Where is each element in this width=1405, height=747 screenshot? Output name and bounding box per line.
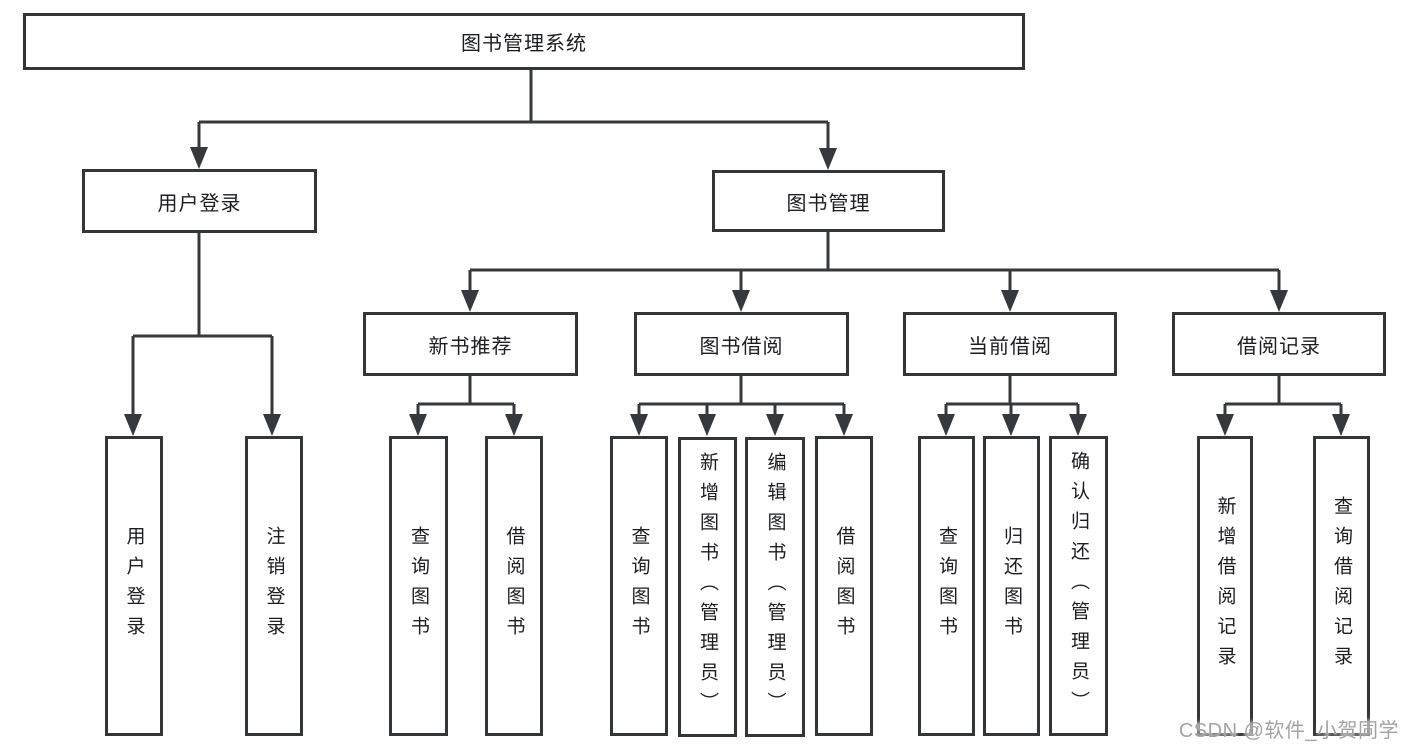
leaf-edit-books-admin: 编辑图书（管理员） bbox=[745, 437, 805, 737]
watermark: CSDN @软件_小贺同学 bbox=[1178, 720, 1399, 742]
node-label: 查询图书 bbox=[628, 526, 650, 646]
leaf-query-books-current: 查询图书 bbox=[918, 436, 975, 736]
node-label: 查询图书 bbox=[408, 526, 429, 646]
node-book-management: 图书管理 bbox=[712, 170, 945, 232]
node-current-borrowing: 当前借阅 bbox=[903, 312, 1117, 376]
leaf-user-login: 用户登录 bbox=[105, 436, 163, 736]
node-label: 用户登录 bbox=[157, 192, 242, 215]
leaf-query-borrow-record: 查询借阅记录 bbox=[1313, 436, 1370, 736]
node-label: 查询图书 bbox=[936, 526, 957, 646]
node-label: 借阅图书 bbox=[833, 526, 855, 646]
node-label: 图书借阅 bbox=[699, 335, 784, 358]
node-label: 借阅记录 bbox=[1237, 335, 1321, 358]
leaf-confirm-return-admin: 确认归还（管理员） bbox=[1049, 436, 1108, 736]
leaf-logout: 注销登录 bbox=[245, 436, 303, 736]
node-label: 借阅图书 bbox=[503, 526, 525, 646]
node-label: 编辑图书（管理员） bbox=[764, 452, 786, 722]
node-label: 确认归还（管理员） bbox=[1068, 451, 1089, 721]
leaf-return-books: 归还图书 bbox=[983, 436, 1040, 736]
node-label: 新书推荐 bbox=[428, 335, 513, 358]
node-label: 新增图书（管理员） bbox=[697, 452, 718, 722]
leaf-query-books-recommend: 查询图书 bbox=[389, 436, 448, 736]
node-label: 查询借阅记录 bbox=[1331, 496, 1352, 676]
leaf-add-books-admin: 新增图书（管理员） bbox=[678, 437, 737, 737]
node-new-book-recommend: 新书推荐 bbox=[363, 312, 578, 376]
node-user-login: 用户登录 bbox=[82, 169, 317, 233]
node-label: 注销登录 bbox=[263, 526, 285, 646]
leaf-add-borrow-record: 新增借阅记录 bbox=[1197, 436, 1253, 736]
leaf-borrow-books: 借阅图书 bbox=[815, 436, 873, 736]
leaf-borrow-books-recommend: 借阅图书 bbox=[485, 436, 543, 736]
node-root-system: 图书管理系统 bbox=[23, 13, 1025, 70]
node-label: 归还图书 bbox=[1001, 526, 1022, 646]
node-label: 图书管理系统 bbox=[461, 33, 587, 55]
node-borrowing-records: 借阅记录 bbox=[1172, 312, 1386, 376]
leaf-query-books-borrow: 查询图书 bbox=[610, 436, 668, 736]
node-label: 图书管理 bbox=[786, 192, 871, 215]
node-label: 用户登录 bbox=[123, 526, 145, 646]
node-label: 新增借阅记录 bbox=[1214, 496, 1236, 676]
node-book-borrowing: 图书借阅 bbox=[634, 312, 849, 376]
node-label: 当前借阅 bbox=[968, 335, 1052, 358]
